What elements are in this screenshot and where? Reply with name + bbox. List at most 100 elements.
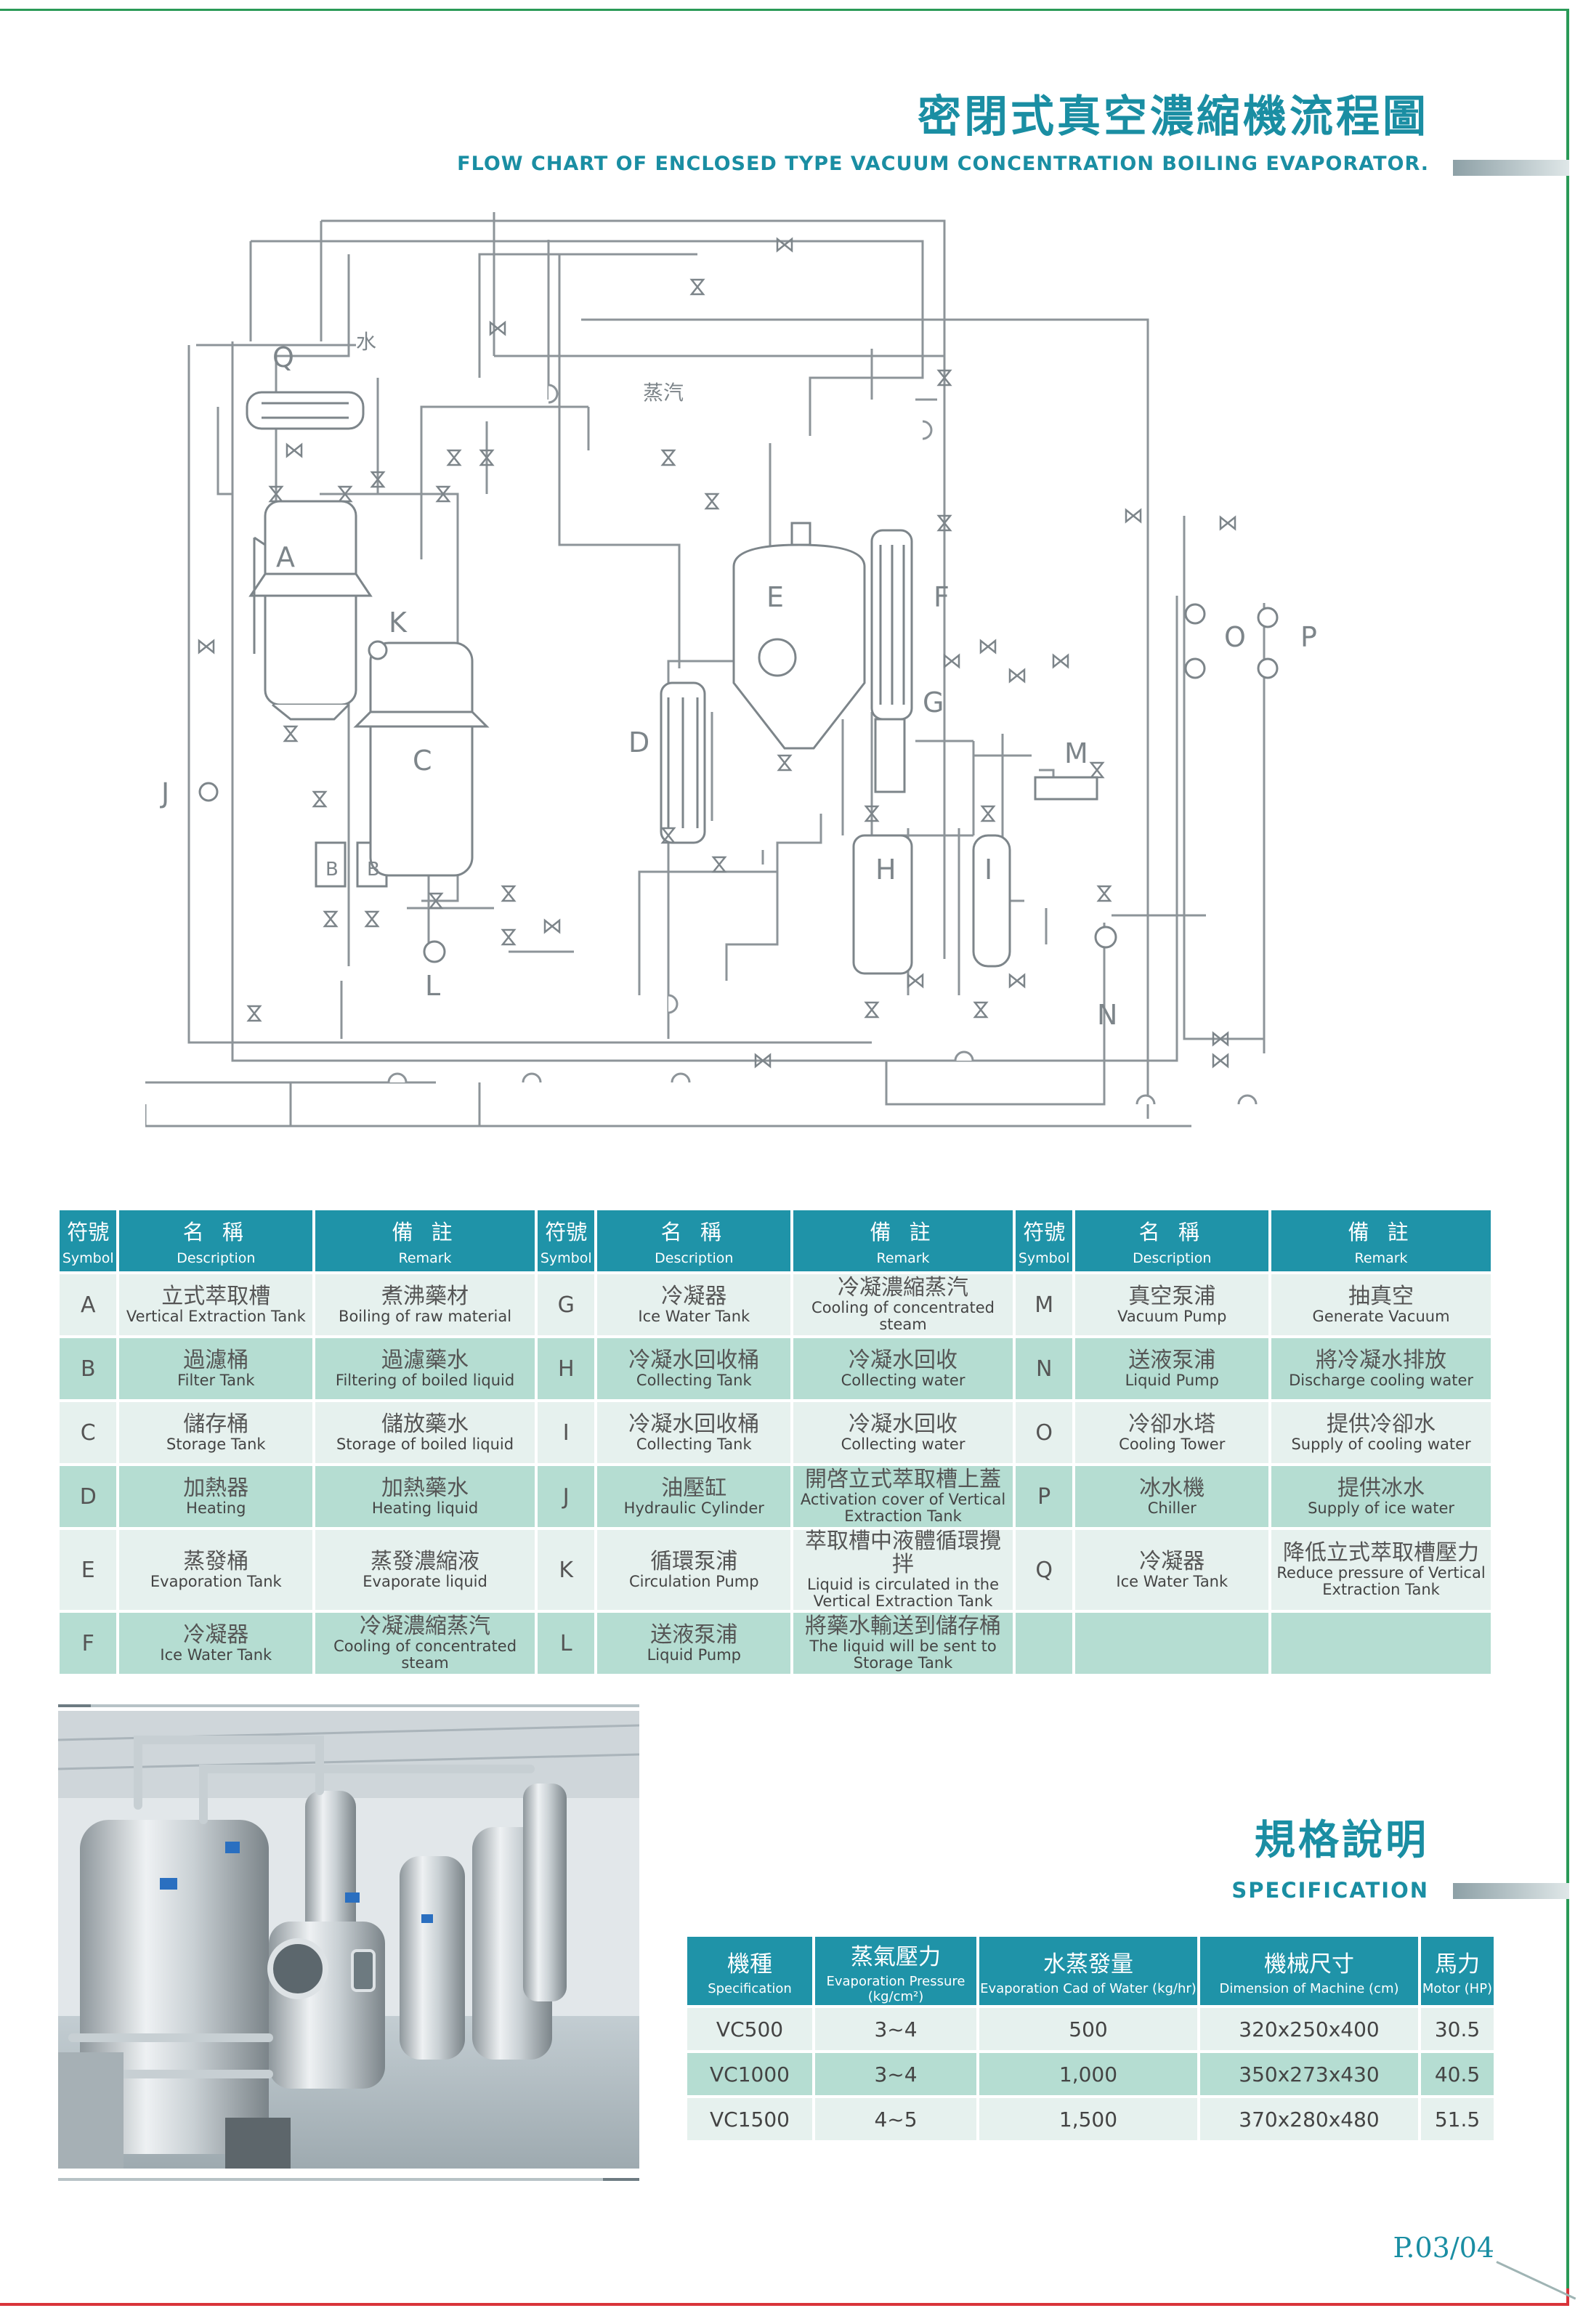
spec-cell-motor: 40.5 [1421,2053,1494,2095]
spec-cell-model: VC500 [687,2008,812,2050]
spec-accent-bar [1453,1883,1569,1899]
pipe-upper-return [251,240,924,436]
spec-cell-dimension: 370x280x480 [1200,2098,1418,2140]
label-water: 水 [356,330,376,354]
photo-top-rule [58,1704,639,1707]
spec-cell-motor: 30.5 [1421,2008,1494,2050]
label-k: K [389,607,408,639]
pump-m [1034,776,1098,801]
label-j: J [160,777,169,809]
label-q: Q [272,341,294,373]
label-l: L [425,970,440,1002]
label-b1: B [325,859,339,880]
bottom-border [0,2303,1569,2306]
top-border [0,9,1569,11]
legend-symbol: B [60,1338,117,1399]
evaporator-e [732,522,866,750]
spec-cell-model: VC1000 [687,2053,812,2095]
legend-symbol: F [60,1613,117,1674]
spec-cell-model: VC1500 [687,2098,812,2140]
pipe-steam [420,405,588,559]
label-i: I [984,854,992,886]
label-d: D [628,726,649,758]
legend-symbol [1015,1613,1073,1674]
pipe-top-loop [321,219,946,959]
label-c: C [413,745,432,777]
legend-symbol: C [60,1402,117,1463]
page-title: 密閉式真空濃縮機流程圖 [918,92,1429,142]
label-steam: 蒸汽 [643,381,684,405]
flow-chart-diagram: A B B C D E F G H I J K L M N O P Q 水 蒸汽 [145,212,1317,1127]
pump-l [423,940,446,963]
legend-symbol: M [1015,1274,1073,1335]
label-h: H [875,854,896,886]
page-subtitle: FLOW CHART OF ENCLOSED TYPE VACUUM CONCE… [457,153,1429,175]
tank-i [972,834,1011,968]
spec-cell-dimension: 320x250x400 [1200,2008,1418,2050]
spec-row: VC1000 3~4 1,000 350x273x430 40.5 [687,2053,1494,2095]
legend-remark [1271,1613,1491,1674]
spec-subtitle: SPECIFICATION [1231,1878,1429,1903]
tank-a [248,500,373,721]
label-b2: B [367,859,380,880]
tower-o-bottom [1184,657,1206,679]
pipe-left-main [187,344,872,1044]
legend-symbol: A [60,1274,117,1335]
spec-row: VC500 3~4 500 320x250x400 30.5 [687,2008,1494,2050]
legend-symbol: O [1015,1402,1073,1463]
label-n: N [1097,999,1117,1031]
legend-symbol: E [60,1530,117,1610]
title-accent-bar [1453,160,1569,176]
corner-fold-line [1496,2261,1576,2300]
pump-k [368,640,388,660]
legend-symbol: K [537,1530,595,1610]
pipe-bottom-loop [231,341,1178,1062]
photo-top-rule-accent [58,1704,91,1707]
spec-title: 規格說明 [1255,1817,1429,1864]
right-border [1566,9,1569,2303]
spec-cell-evaporation: 1,000 [979,2053,1197,2095]
label-p: P [1300,621,1317,653]
spec-cell-pressure: 3~4 [815,2008,976,2050]
label-m: M [1064,737,1088,769]
label-g: G [923,687,944,718]
tank-h [852,834,913,975]
legend-symbol: D [60,1466,117,1527]
legend-symbol: G [537,1274,595,1335]
legend-symbol: P [1015,1466,1073,1527]
legend-symbol: N [1015,1338,1073,1399]
